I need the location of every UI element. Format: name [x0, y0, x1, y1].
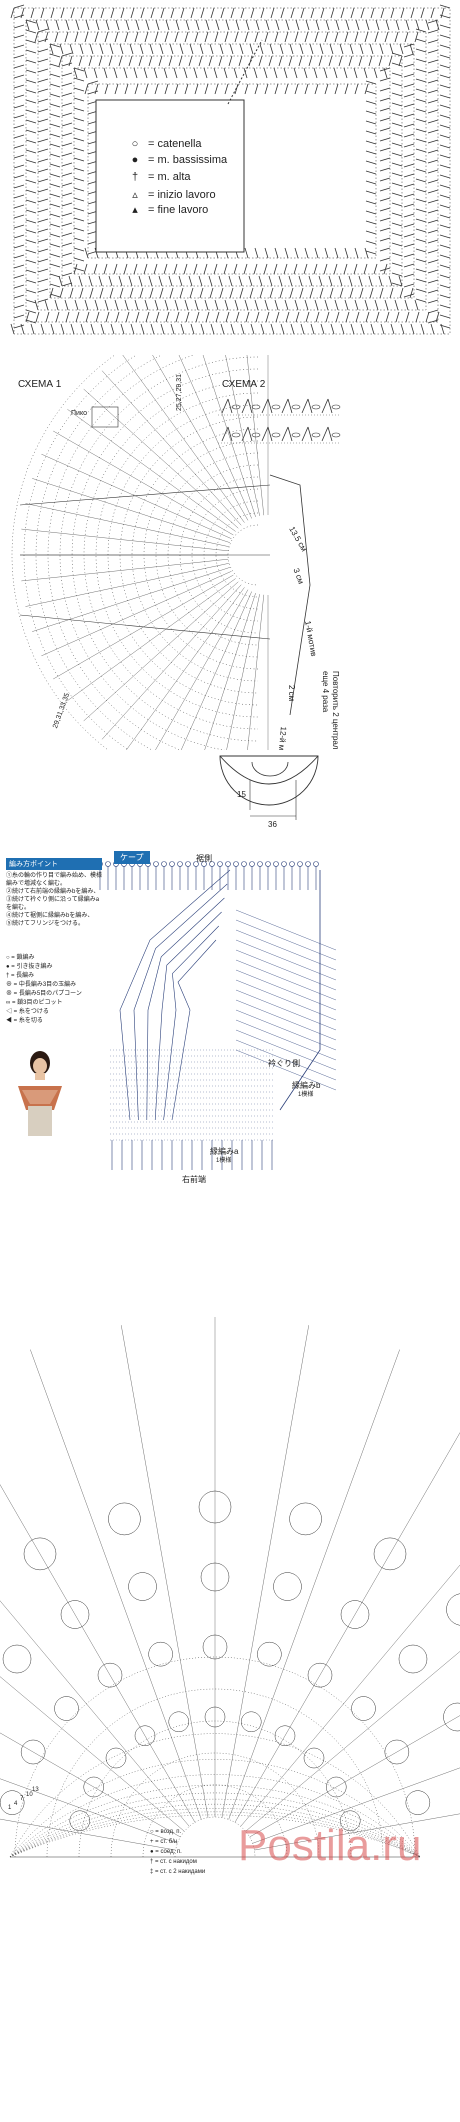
cape-tab: ケープ — [114, 851, 150, 864]
edge-a-sub: 1模様 — [216, 1158, 232, 1164]
dim-2: 2 см — [287, 685, 296, 702]
square-legend: ○= catenella ●= m. bassissima †= m. alta… — [128, 138, 318, 238]
cape-panel: ケープ 裾側 衿ぐり側 縁編みb 1模様 縁編みa 1模様 右前端 編み方ポイン… — [0, 850, 460, 1240]
model-photo — [14, 1046, 66, 1136]
key-5: ⊗ = 長編み5目のパプコーン — [6, 991, 82, 997]
edge-b-label: 縁編みb — [292, 1081, 321, 1090]
edge-b-sub: 1模様 — [298, 1092, 314, 1098]
front-right-label: 右前端 — [182, 1175, 206, 1184]
dim-36: 36 — [268, 820, 277, 829]
schema-2-title: СХЕМА 2 — [222, 379, 266, 390]
key-1: ○ = 鎖編み — [6, 955, 35, 961]
semicircle-panel: СХЕМА 1 СХЕМА 2 Пико 25,27,29,31 13.5 см… — [0, 355, 460, 750]
fan-diagram — [0, 1317, 460, 1858]
fan-panel: ○ = возд. п. + = ст. б/н ● = соед. п. † … — [0, 1245, 460, 2122]
point-5: ⑤続けてフリンジをつける。 — [6, 921, 85, 927]
fan-key-1: ○ = возд. п. — [150, 1829, 182, 1835]
repeat-note: Повторить 2 центральных мотива еще 4 раз… — [321, 671, 340, 750]
cape-key: ○ = 鎖編み ● = 引き抜き編み † = 長編み ⊕ = 中長編み3目の玉編… — [6, 954, 102, 1026]
fan-key-3: ● = соед. п. — [150, 1849, 182, 1855]
ring-number: 4 — [14, 1800, 18, 1807]
legend-slip-stitch: ●= m. bassissima — [131, 154, 228, 166]
key-3: † = 長編み — [6, 973, 35, 979]
fan-key-2: + = ст. б/н — [150, 1839, 178, 1845]
point-3: ③続けて衿ぐり側に沿って縁編みaを編む。 — [6, 897, 100, 911]
fan-key-5: ‡ = ст. с 2 накидами — [150, 1869, 206, 1875]
collar-label: 衿ぐり側 — [268, 1059, 300, 1068]
dim-15: 15 — [237, 790, 246, 799]
fan-key: ○ = возд. п. + = ст. б/н ● = соед. п. † … — [150, 1827, 205, 1877]
ring-number: 7 — [20, 1796, 24, 1802]
points-box: 編み方ポイント ①糸の輪の作り目で編み始め、模様編みで増減なく編む。 ②続けて右… — [6, 858, 102, 928]
legend-end: ▴= fine lavoro — [132, 203, 209, 217]
watermark: Postila.ru — [238, 1821, 422, 1870]
edge-a-label: 縁編みa — [210, 1147, 239, 1156]
hem-label: 裾側 — [196, 854, 212, 863]
woman-photo-icon — [14, 1046, 66, 1136]
picot-label: Пико — [71, 410, 87, 417]
shawl-shape-panel: 15 36 — [0, 750, 460, 840]
point-2: ②続けて右前端の縁編みbを編み、 — [6, 889, 100, 895]
row-numbers-top: 25,27,29,31 — [176, 374, 183, 411]
legend-chain: ○= catenella — [131, 138, 202, 150]
key-7: ◁ = 糸をつける — [6, 1009, 49, 1015]
points-title: 編み方ポイント — [6, 858, 102, 870]
key-4: ⊕ = 中長編み3目の玉編み — [6, 982, 77, 988]
ring-number: 13 — [32, 1787, 39, 1793]
ring-number: 1 — [8, 1805, 12, 1811]
point-1: ①糸の輪の作り目で編み始め、模様編みで増減なく編む。 — [6, 873, 103, 887]
fan-key-4: † = ст. с накидом — [150, 1859, 197, 1865]
legend-start: ▵= inizio lavoro — [132, 188, 216, 202]
key-6: ∞ = 鎖3目のピコット — [6, 1000, 63, 1006]
schema-1-title: СХЕМА 1 — [18, 379, 62, 390]
cape-diagram — [97, 861, 337, 1170]
key-2: ● = 引き抜き編み — [6, 964, 53, 970]
point-4: ④続けて裾側に縁編みbを編み、 — [6, 913, 94, 919]
square-motif-panel: ○= catenella ●= m. bassissima †= m. alta… — [0, 0, 460, 350]
shawl-shape-diagram — [219, 755, 319, 820]
ring-number: 10 — [26, 1791, 33, 1798]
semicircle-diagram — [11, 355, 341, 750]
key-8: ◀ = 糸を切る — [6, 1018, 43, 1024]
legend-treble: †= m. alta — [131, 171, 191, 183]
square-motif-diagram — [10, 4, 451, 335]
